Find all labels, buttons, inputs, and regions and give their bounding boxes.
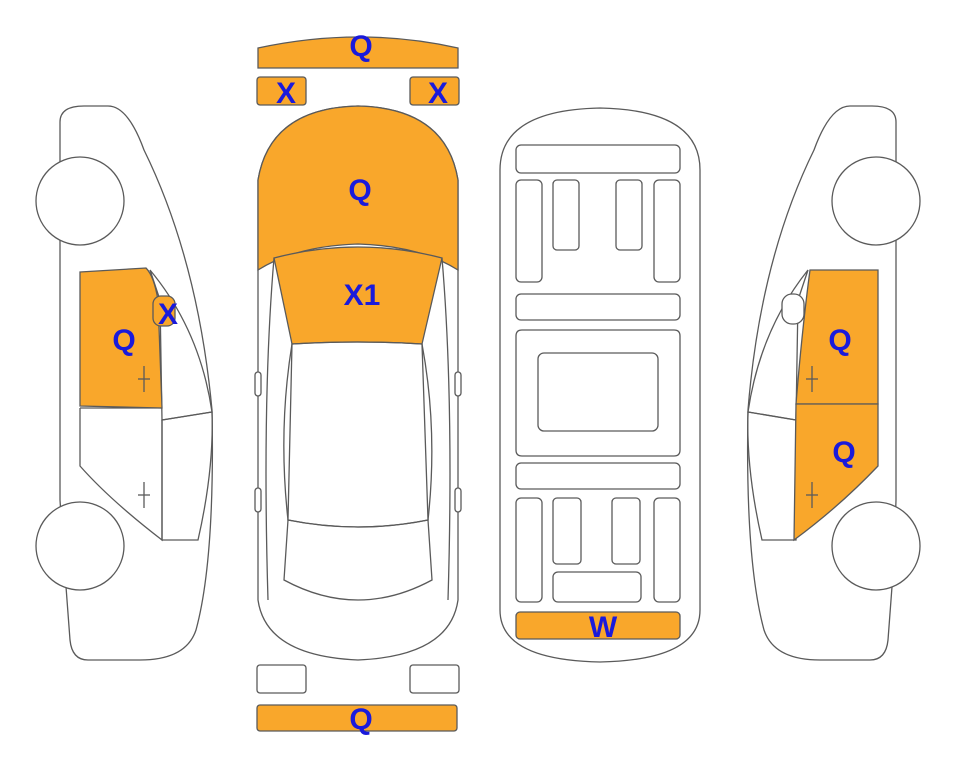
underbody-rear-left-rail: [515, 497, 543, 603]
right-rear-door-label: Q: [832, 436, 855, 469]
left-side-view: Q X: [35, 105, 214, 661]
right-front-wheel: [831, 156, 921, 246]
left-front-door-panel[interactable]: [79, 267, 163, 409]
top-rear-window: [283, 519, 433, 601]
windshield-label: X1: [344, 279, 381, 312]
left-mirror-panel[interactable]: [152, 295, 176, 327]
right-mirror-mark-top: [454, 371, 462, 397]
underbody-rear-label: W: [589, 611, 618, 644]
right-side-view: Q Q: [746, 105, 921, 661]
left-handle-mark-top: [254, 487, 262, 513]
left-headlight-label: X: [276, 77, 296, 110]
left-mirror-mark-top: [254, 371, 262, 397]
right-handle-mark-top: [454, 487, 462, 513]
left-mirror-label: X: [158, 298, 178, 331]
hood-label: Q: [348, 174, 371, 207]
right-rear-window-line: [747, 411, 797, 541]
right-mirror-mark: [781, 293, 805, 325]
front-bumper-panel[interactable]: [257, 36, 459, 69]
left-taillight-panel[interactable]: [256, 664, 307, 694]
hood-panel[interactable]: [257, 105, 459, 272]
underbody-rear-left-part: [552, 497, 582, 565]
right-headlight-label: X: [428, 77, 448, 110]
top-right-side-line: [441, 257, 451, 601]
right-rear-wheel: [831, 501, 921, 591]
underbody-front-crossmember: [515, 144, 681, 174]
underbody-front-right-rail: [653, 179, 681, 283]
left-rear-handle: [138, 482, 150, 508]
left-rear-window-line: [161, 411, 213, 541]
left-front-handle: [138, 366, 150, 392]
right-front-handle: [806, 366, 818, 392]
underbody-front-right-part: [615, 179, 643, 251]
left-headlight-panel[interactable]: [256, 76, 307, 106]
left-front-wheel: [35, 156, 125, 246]
rear-bumper-label: Q: [349, 703, 372, 736]
underbody-center-panel: [537, 352, 659, 432]
front-bumper-label: Q: [349, 30, 372, 63]
right-front-door-label: Q: [828, 324, 851, 357]
underbody-mid-rear-bar: [515, 462, 681, 490]
right-taillight-panel[interactable]: [409, 664, 460, 694]
left-rear-wheel: [35, 501, 125, 591]
underbody-rear-panel[interactable]: [515, 611, 681, 640]
underbody-view: W: [499, 107, 701, 663]
underbody-mid-front-bar: [515, 293, 681, 321]
rear-bumper-panel[interactable]: [256, 704, 458, 732]
right-rear-handle: [806, 482, 818, 508]
right-rear-door-panel[interactable]: [793, 403, 879, 542]
left-front-door-label: Q: [112, 324, 135, 357]
underbody-front-left-rail: [515, 179, 543, 283]
right-headlight-panel[interactable]: [409, 76, 460, 106]
underbody-rear-tank: [552, 571, 642, 603]
top-left-side-line: [265, 257, 275, 601]
left-rear-door-outline: [79, 408, 163, 542]
top-view: Q X X Q X1 Q: [254, 30, 462, 736]
top-right-pillar: [421, 343, 433, 521]
underbody-rear-right-part: [611, 497, 641, 565]
top-left-pillar: [283, 343, 293, 521]
underbody-rear-right-rail: [653, 497, 681, 603]
underbody-front-left-part: [552, 179, 580, 251]
